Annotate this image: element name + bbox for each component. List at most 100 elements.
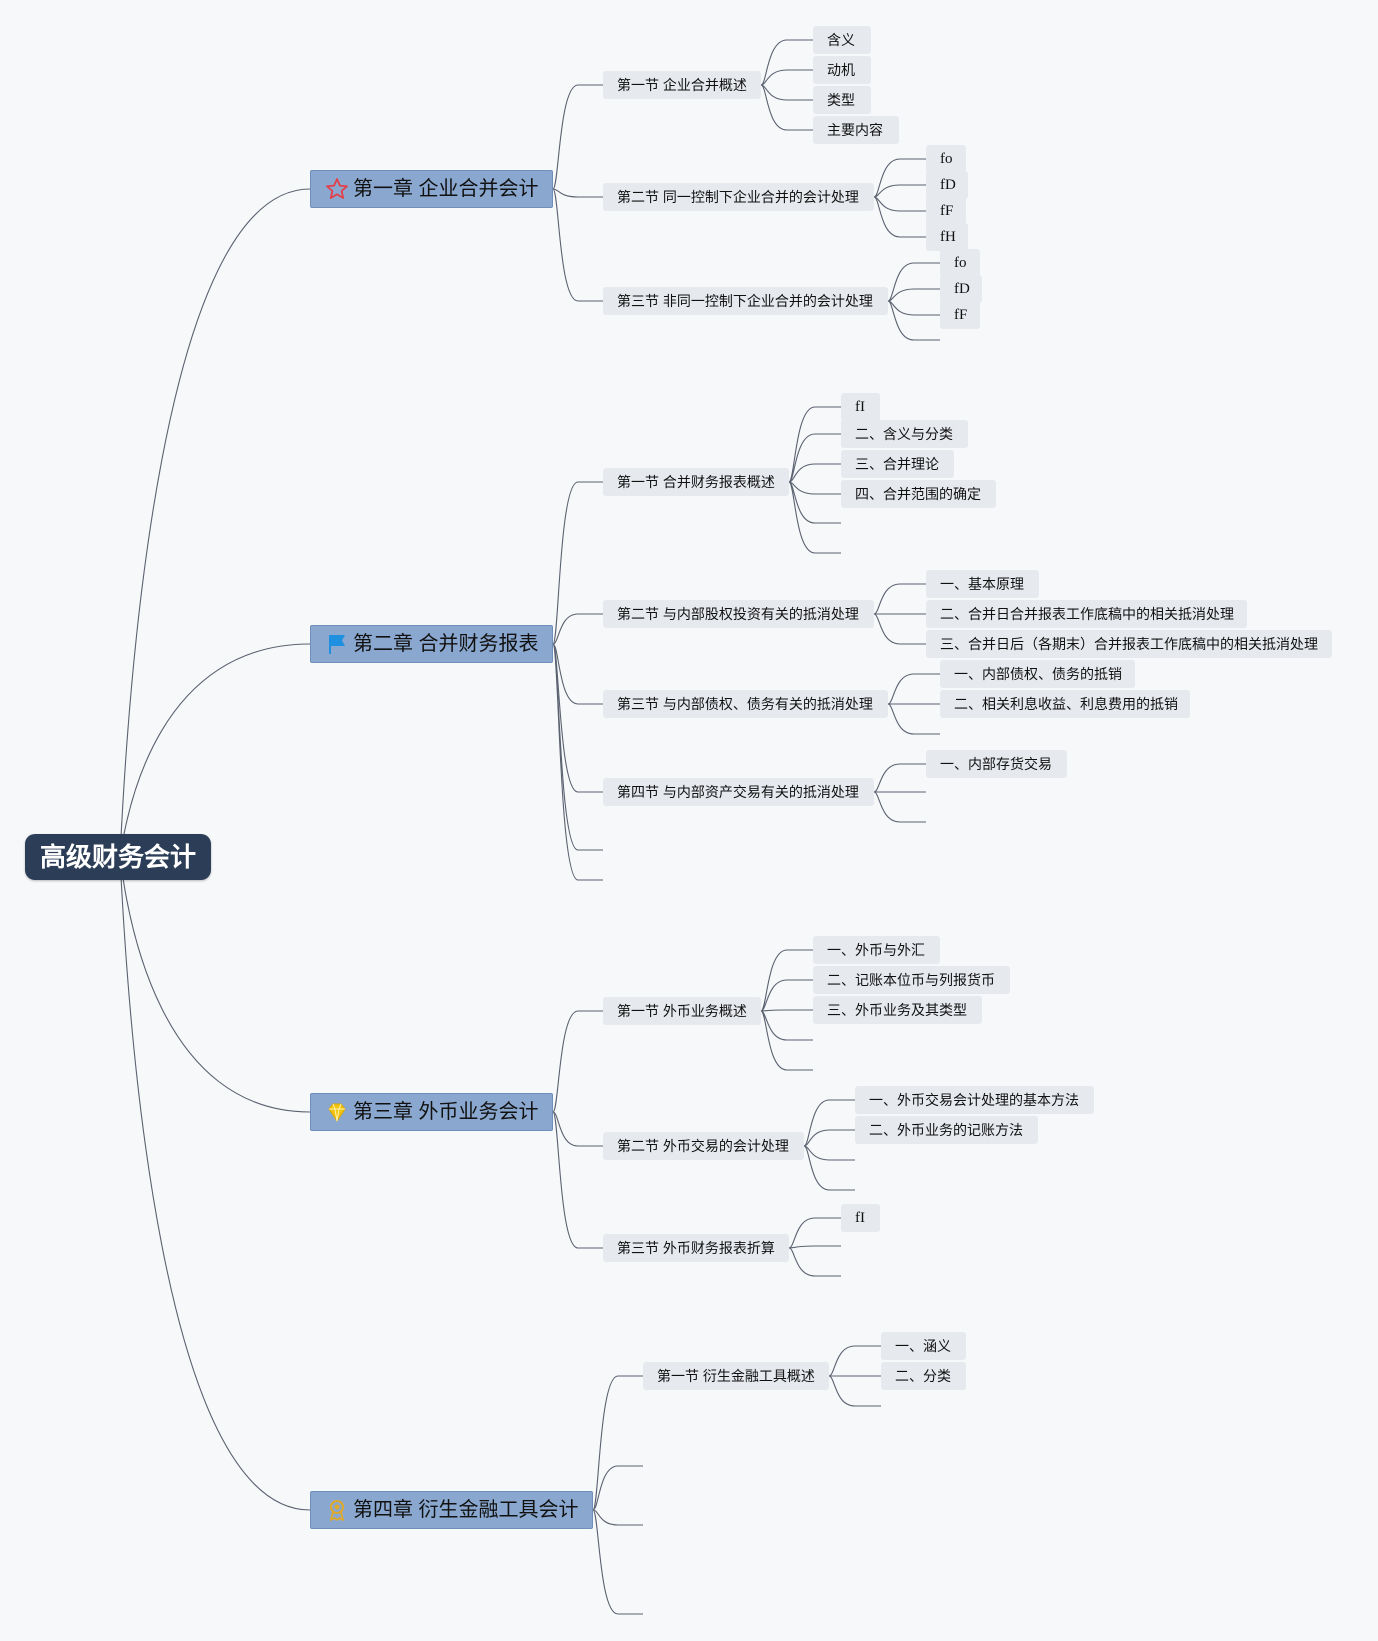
chapter-1[interactable]: 第一章 企业合并会计	[310, 170, 553, 208]
section-link-4-4	[788, 481, 841, 495]
chapter-link-2-3	[552, 643, 603, 705]
leaf-1-1-2[interactable]: 动机	[813, 56, 871, 84]
chapter-link-4-3	[592, 1509, 643, 1526]
chapter-link-1-1	[552, 84, 603, 190]
chapter-link-1-2	[552, 188, 603, 198]
section-link-1-1	[760, 39, 813, 86]
leaf-4-1-1[interactable]: 一、涵义	[881, 1332, 966, 1360]
chapter-4[interactable]: 第四章 衍生金融工具会计	[310, 1491, 593, 1529]
section-link-8-5	[760, 1010, 813, 1071]
leaf-2-1-3[interactable]: 三、合并理论	[841, 450, 954, 478]
leaf-1-3-2[interactable]: fD	[940, 275, 982, 303]
section-link-7-1	[873, 763, 926, 793]
leaf-2-1-4[interactable]: 四、合并范围的确定	[841, 480, 996, 508]
chapter-link-3-3	[552, 1111, 603, 1249]
section-link-9-3	[803, 1145, 855, 1161]
chapter-link-3-1	[552, 1010, 603, 1113]
section-link-9-2	[803, 1129, 855, 1147]
award-icon	[325, 1498, 349, 1522]
root-link-1	[119, 188, 311, 858]
leaf-2-1-1[interactable]: fI	[841, 393, 880, 421]
leaf-2-2-1[interactable]: 一、基本原理	[926, 570, 1039, 598]
section-link-5-3	[873, 613, 926, 645]
leaf-1-2-2[interactable]: fD	[926, 171, 968, 199]
chapter-link-2-4	[552, 643, 603, 793]
chapter-title: 第二章 合并财务报表	[353, 633, 539, 655]
section-link-1-4	[760, 84, 813, 131]
section-1-3[interactable]: 第三节 非同一控制下企业合并的会计处理	[603, 287, 888, 315]
chapter-title: 第四章 衍生金融工具会计	[353, 1499, 579, 1521]
leaf-1-1-3[interactable]: 类型	[813, 86, 871, 114]
section-2-3[interactable]: 第三节 与内部债权、债务有关的抵消处理	[603, 690, 888, 718]
section-link-9-1	[803, 1099, 855, 1147]
leaf-4-1-2[interactable]: 二、分类	[881, 1362, 966, 1390]
chapter-3[interactable]: 第三章 外币业务会计	[310, 1093, 553, 1131]
section-1-1[interactable]: 第一节 企业合并概述	[603, 71, 761, 99]
section-link-4-2	[788, 433, 841, 483]
section-link-8-1	[760, 949, 813, 1012]
section-link-6-3	[887, 703, 940, 735]
root-link-3	[119, 856, 311, 1113]
section-link-1-2	[760, 69, 813, 86]
section-link-11-3	[828, 1375, 881, 1407]
section-1-2[interactable]: 第二节 同一控制下企业合并的会计处理	[603, 183, 874, 211]
chapter-2[interactable]: 第二章 合并财务报表	[310, 625, 553, 663]
section-link-9-4	[803, 1145, 855, 1191]
leaf-1-1-4[interactable]: 主要内容	[813, 116, 899, 144]
leaf-1-2-4[interactable]: fH	[926, 223, 968, 251]
section-link-8-4	[760, 1010, 813, 1041]
section-link-10-1	[788, 1217, 841, 1249]
section-link-3-3	[887, 300, 940, 316]
root-topic[interactable]: 高级财务会计	[25, 834, 211, 880]
section-3-1[interactable]: 第一节 外币业务概述	[603, 997, 761, 1025]
star-icon	[325, 177, 349, 201]
leaf-3-2-2[interactable]: 二、外币业务的记账方法	[855, 1116, 1038, 1144]
chapter-link-2-2	[552, 613, 603, 645]
section-link-2-4	[873, 196, 926, 238]
chapter-title: 第三章 外币业务会计	[353, 1101, 539, 1123]
section-3-3[interactable]: 第三节 外币财务报表折算	[603, 1234, 789, 1262]
section-2-2[interactable]: 第二节 与内部股权投资有关的抵消处理	[603, 600, 874, 628]
section-link-3-2	[887, 288, 940, 302]
leaf-2-1-2[interactable]: 二、含义与分类	[841, 420, 968, 448]
section-link-8-2	[760, 979, 813, 1012]
section-link-4-6	[788, 481, 841, 554]
section-link-2-2	[873, 184, 926, 198]
leaf-1-3-3[interactable]: fF	[940, 301, 980, 329]
leaf-2-4-1[interactable]: 一、内部存货交易	[926, 750, 1067, 778]
section-2-4[interactable]: 第四节 与内部资产交易有关的抵消处理	[603, 778, 874, 806]
section-link-2-1	[873, 158, 926, 198]
leaf-3-3-1[interactable]: fI	[841, 1204, 880, 1232]
leaf-1-1-1[interactable]: 含义	[813, 26, 871, 54]
leaf-1-3-1[interactable]: fo	[940, 249, 980, 277]
leaf-1-2-3[interactable]: fF	[926, 197, 966, 225]
root-link-4	[119, 856, 311, 1511]
leaf-3-1-3[interactable]: 三、外币业务及其类型	[813, 996, 982, 1024]
section-link-3-1	[887, 262, 940, 302]
section-link-4-3	[788, 463, 841, 483]
section-4-1[interactable]: 第一节 衍生金融工具概述	[643, 1362, 829, 1390]
section-link-2-3	[873, 196, 926, 212]
leaf-2-3-2[interactable]: 二、相关利息收益、利息费用的抵销	[940, 690, 1190, 718]
section-3-2[interactable]: 第二节 外币交易的会计处理	[603, 1132, 804, 1160]
section-link-6-1	[887, 673, 940, 705]
section-link-3-4	[887, 300, 940, 341]
leaf-3-1-2[interactable]: 二、记账本位币与列报货币	[813, 966, 1010, 994]
chapter-link-2-6	[552, 643, 603, 881]
root-link-2	[119, 643, 311, 858]
section-link-5-1	[873, 583, 926, 615]
leaf-2-3-1[interactable]: 一、内部债权、债务的抵销	[940, 660, 1135, 688]
leaf-3-1-1[interactable]: 一、外币与外汇	[813, 936, 940, 964]
leaf-1-2-1[interactable]: fo	[926, 145, 966, 173]
flag-icon	[325, 632, 349, 656]
leaf-2-2-3[interactable]: 三、合并日后（各期末）合并报表工作底稿中的相关抵消处理	[926, 630, 1332, 658]
diamond-icon	[325, 1100, 349, 1124]
chapter-link-4-1	[592, 1375, 643, 1511]
section-link-1-3	[760, 84, 813, 101]
section-2-1[interactable]: 第一节 合并财务报表概述	[603, 468, 789, 496]
chapter-title: 第一章 企业合并会计	[353, 178, 539, 200]
leaf-2-2-2[interactable]: 二、合并日合并报表工作底稿中的相关抵消处理	[926, 600, 1247, 628]
leaf-3-2-1[interactable]: 一、外币交易会计处理的基本方法	[855, 1086, 1094, 1114]
chapter-link-4-4	[592, 1509, 643, 1615]
